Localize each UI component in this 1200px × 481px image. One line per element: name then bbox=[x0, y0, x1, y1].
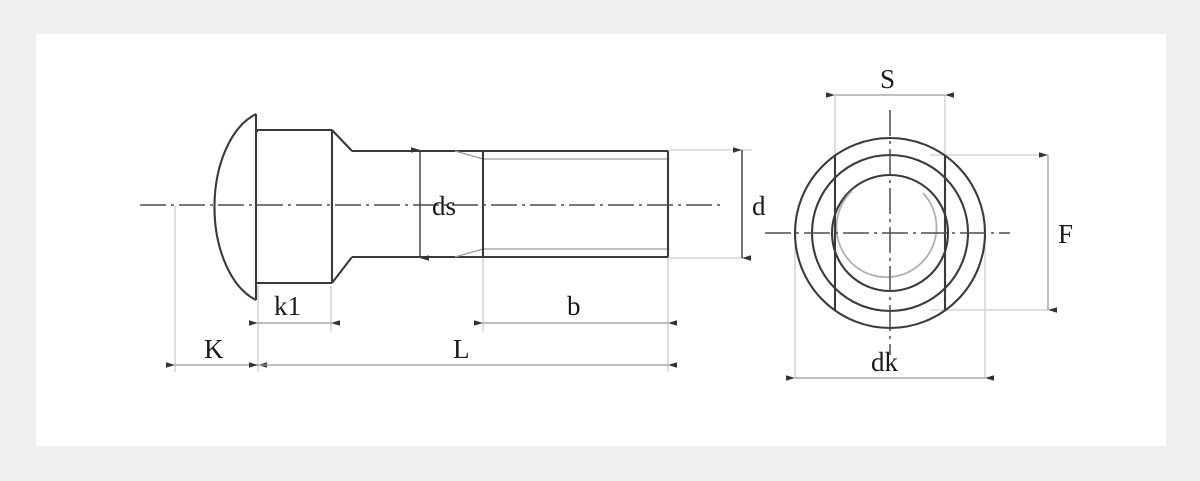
bolt-neck-fillet-top bbox=[255, 129, 259, 133]
end-elevation-view: S dk F bbox=[765, 64, 1073, 381]
dimension-dk: dk bbox=[786, 347, 994, 381]
dimension-S: S bbox=[826, 64, 954, 98]
bolt-dome-head-profile bbox=[213, 113, 257, 301]
dimension-d: d bbox=[733, 147, 766, 261]
thread-minor-arc bbox=[835, 190, 938, 279]
dimension-d-label: d bbox=[752, 191, 766, 221]
dimension-b-label: b bbox=[567, 291, 581, 321]
dimension-k1-label: k1 bbox=[274, 291, 301, 321]
thread-runout-top bbox=[454, 150, 484, 160]
dimension-F-label: F bbox=[1058, 219, 1073, 249]
bolt-neck-taper-bottom bbox=[331, 256, 353, 284]
dimension-dk-label: dk bbox=[871, 347, 899, 377]
bolt-neck-taper-top bbox=[331, 129, 353, 152]
dimension-k1: k1 bbox=[249, 291, 340, 326]
dimension-L: L bbox=[249, 334, 677, 368]
side-elevation-view: ds d k1 K b bbox=[140, 113, 766, 372]
dimension-L-label: L bbox=[453, 334, 470, 364]
dimension-S-label: S bbox=[880, 64, 895, 94]
dimension-K: K bbox=[166, 334, 267, 368]
dimension-ds-label: ds bbox=[432, 191, 456, 221]
dimension-ds: ds bbox=[411, 147, 456, 261]
dimension-K-label: K bbox=[204, 334, 224, 364]
dimension-F: F bbox=[1039, 152, 1073, 313]
thread-runout-bottom bbox=[454, 248, 484, 258]
dimension-b: b bbox=[474, 291, 677, 326]
